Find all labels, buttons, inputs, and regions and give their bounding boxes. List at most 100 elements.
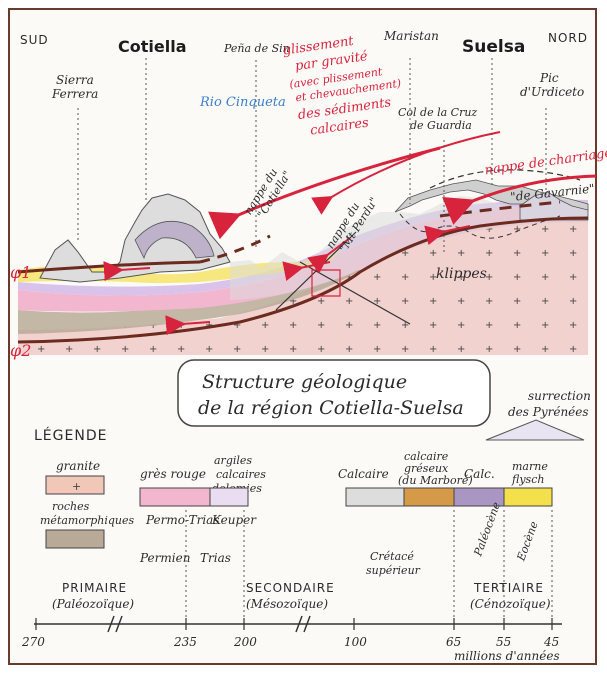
- cg-l1: calcaire: [404, 450, 449, 463]
- peak-pic: Pic d'Urdiceto: [520, 71, 584, 99]
- peak-sierra-l2: Ferrera: [51, 87, 98, 101]
- peak-sierra: Sierra Ferrera: [51, 73, 98, 101]
- surrection-triangle: [485, 419, 585, 441]
- legend-gres-label: grès rouge: [140, 467, 206, 481]
- tick-55: 55: [496, 635, 511, 649]
- upper-dashed-arc: [429, 169, 581, 189]
- timeline-breaks: [107, 615, 311, 633]
- era-cenozoique: (Cénozoïque): [470, 597, 551, 611]
- era-primaire: PRIMAIRE: [62, 581, 127, 595]
- nappe-cotiella-label: nappe du "Cotiella": [242, 162, 294, 224]
- cg-l3: (du Marboré): [398, 474, 473, 487]
- tick-235: 235: [173, 635, 197, 649]
- legend-granite-label: granite: [56, 459, 100, 473]
- timeline-unit: millions d'années: [454, 649, 560, 663]
- peak-pic-l2: d'Urdiceto: [520, 85, 584, 99]
- peak-sierra-l1: Sierra: [56, 73, 94, 87]
- cotiella-fold: [134, 220, 215, 260]
- sierra-ferrera-mass: [39, 193, 231, 283]
- legend-roches-swatch: [45, 529, 105, 549]
- gavarnie-trace: [439, 200, 561, 218]
- period-trias: Trias: [200, 551, 231, 565]
- timeline-ticks: [35, 618, 553, 630]
- surr-l1: surrection: [528, 389, 591, 403]
- slide-note: glissement par gravité (avec plissement …: [282, 28, 411, 141]
- peak-maristan: Maristan: [383, 29, 439, 43]
- slide-arrow-right: [442, 174, 597, 225]
- title-l1: Structure géologique: [202, 371, 407, 393]
- legend-keuper-swatch: [209, 487, 249, 507]
- period-permien: Permien: [139, 551, 190, 565]
- marne-l1: marne: [512, 460, 548, 473]
- cre-l1: Crétacé: [370, 550, 414, 563]
- period-eocene: Eocène: [514, 519, 541, 563]
- tick-45: 45: [543, 635, 559, 649]
- peak-suelsa: Suelsa: [462, 37, 525, 57]
- legend-calcaire-swatch: [345, 487, 405, 507]
- south-label: SUD: [20, 33, 49, 47]
- fault-phi1-label: φ1: [10, 263, 31, 282]
- period-paleocene: Paléocène: [471, 500, 503, 559]
- roches-l2: métamorphiques: [40, 514, 135, 527]
- legend-calcgreseux-swatch: [403, 487, 455, 507]
- era-paleozoique: (Paléozoïque): [52, 597, 134, 611]
- legend-roches-label: roches métamorphiques: [40, 500, 135, 527]
- thrust-arrow-5: [424, 225, 471, 246]
- surr-l2: des Pyrénées: [508, 405, 589, 419]
- slide-arrow-mid: [311, 131, 501, 215]
- era-tertiaire: TERTIAIRE: [473, 581, 544, 595]
- col-l2: de Guardia: [410, 119, 472, 132]
- graben-box: [311, 269, 341, 297]
- arg-l2: calcaires: [216, 468, 266, 481]
- river-label: Rio Cinqueta: [199, 95, 286, 110]
- peak-pic-l1: Pic: [539, 71, 559, 85]
- legend-granite-swatch: [45, 475, 105, 495]
- arg-l1: argiles: [214, 454, 252, 467]
- title: Structure géologique de la région Cotiel…: [198, 371, 464, 419]
- peak-cotiella: Cotiella: [118, 37, 186, 56]
- north-label: NORD: [548, 31, 588, 45]
- legend-marne-label: marne flysch: [511, 460, 551, 486]
- thrust-arrow-4: [307, 237, 351, 274]
- metamorphic-band: [18, 268, 360, 334]
- cg-l2: gréseux: [404, 462, 449, 475]
- legend-title: LÉGENDE: [34, 427, 107, 444]
- surrection-label: surrection des Pyrénées: [508, 389, 595, 419]
- granite-basement: [18, 214, 588, 355]
- col-l1: Col de la Cruz: [398, 106, 477, 119]
- legend-gres-swatch: [139, 487, 211, 507]
- legend-keuper-label: Keuper: [211, 513, 257, 527]
- legend-calcgreseux-label: calcaire gréseux (du Marboré): [398, 450, 473, 487]
- fault-phi1-dashed: [199, 234, 271, 264]
- thrust-arrow-1: [103, 261, 151, 282]
- col-label: Col de la Cruz de Guardia: [398, 106, 481, 132]
- guide-lines: [77, 58, 547, 252]
- era-mesozoique: (Mésozoïque): [246, 597, 328, 611]
- title-l2: de la région Cotiella-Suelsa: [198, 397, 464, 419]
- tick-65: 65: [446, 635, 461, 649]
- klippe-outline: [399, 213, 561, 239]
- title-box: [177, 359, 491, 427]
- legend-permotrias-label: Permo-Trias: [145, 513, 220, 527]
- legend-calc-label: Calc.: [464, 467, 495, 481]
- cre-l2: supérieur: [366, 564, 421, 577]
- roches-l1: roches: [52, 500, 90, 513]
- tick-100: 100: [344, 635, 367, 649]
- legend-calcaire-label: Calcaire: [338, 467, 389, 481]
- legend-flysch-swatch: [503, 487, 553, 507]
- fault-phi2-label: φ2: [10, 341, 31, 360]
- legend-granite-plus: +: [72, 480, 81, 493]
- era-secondaire: SECONDAIRE: [246, 581, 335, 595]
- peak-pena: Peña de Sin: [223, 42, 290, 55]
- fault-phi2: [17, 216, 589, 344]
- tick-270: 270: [21, 635, 45, 649]
- slide-arrow-left: [208, 146, 441, 240]
- marne-l2: flysch: [511, 473, 544, 486]
- period-cretace: Crétacé supérieur: [366, 550, 421, 577]
- keuper-layer: [18, 199, 588, 296]
- klippes-label: klippes: [436, 266, 487, 282]
- nappe-charriage-label: nappe de charriage: [484, 146, 607, 179]
- tick-200: 200: [233, 635, 257, 649]
- thrust-arrow-2: [165, 315, 211, 336]
